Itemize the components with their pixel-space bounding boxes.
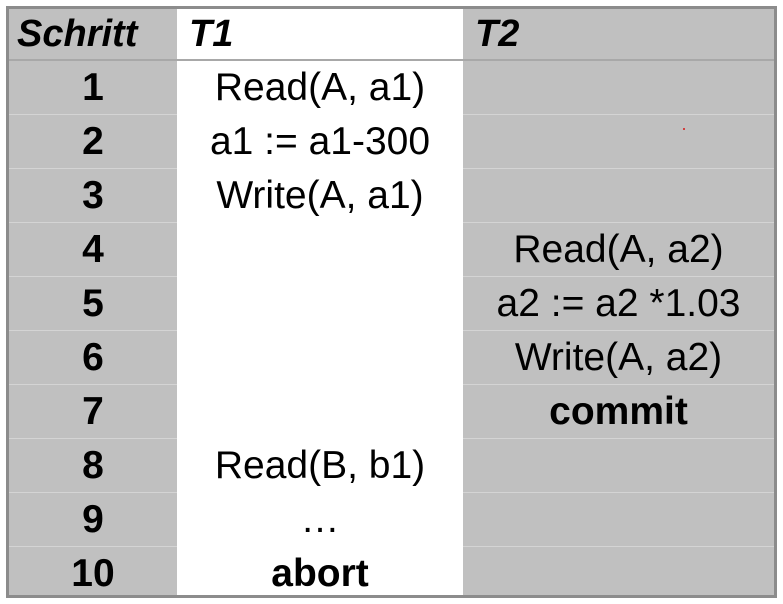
t2-cell: a2 := a2 *1.03 [463,276,774,331]
t2-cell: Write(A, a2) [463,330,774,385]
step-cell: 1 [9,60,177,115]
t2-cell [463,168,774,223]
header-step: Schritt [9,9,177,61]
header-t1: T1 [177,9,463,61]
t1-cell: Read(A, a1) [177,60,463,115]
t2-cell [463,492,774,547]
t1-cell: Read(B, b1) [177,438,463,493]
step-cell: 3 [9,168,177,223]
t2-cell [463,546,774,595]
t2-cell-commit: commit [463,384,774,439]
table-row: 7 commit [9,384,774,439]
t1-cell-abort: abort [177,546,463,595]
table-row: 10 abort [9,546,774,595]
schedule-frame: Schritt T1 T2 1 Read(A, a1) 2 a1 := a1-3… [6,6,777,598]
step-cell: 7 [9,384,177,439]
step-cell: 4 [9,222,177,277]
t1-cell [177,222,463,277]
t1-cell [177,330,463,385]
t2-cell [463,438,774,493]
step-cell: 6 [9,330,177,385]
table-row: 4 Read(A, a2) [9,222,774,277]
t2-cell: Read(A, a2) [463,222,774,277]
t1-cell [177,276,463,331]
table-row: 2 a1 := a1-300 [9,114,774,169]
t1-cell: … [177,492,463,547]
t1-cell [177,384,463,439]
step-cell: 10 [9,546,177,595]
table-row: 6 Write(A, a2) [9,330,774,385]
t2-cell [463,60,774,115]
t2-cell [463,114,774,169]
t1-cell: Write(A, a1) [177,168,463,223]
step-cell: 2 [9,114,177,169]
table-row: 3 Write(A, a1) [9,168,774,223]
table-row: 1 Read(A, a1) [9,60,774,115]
header-row: Schritt T1 T2 [9,9,774,61]
table-row: 9 … [9,492,774,547]
step-cell: 8 [9,438,177,493]
step-cell: 5 [9,276,177,331]
table-row: 5 a2 := a2 *1.03 [9,276,774,331]
schedule-table: Schritt T1 T2 1 Read(A, a1) 2 a1 := a1-3… [9,9,774,595]
header-t2: T2 [463,9,774,61]
step-cell: 9 [9,492,177,547]
stray-mark [683,128,685,130]
table-row: 8 Read(B, b1) [9,438,774,493]
t1-cell: a1 := a1-300 [177,114,463,169]
